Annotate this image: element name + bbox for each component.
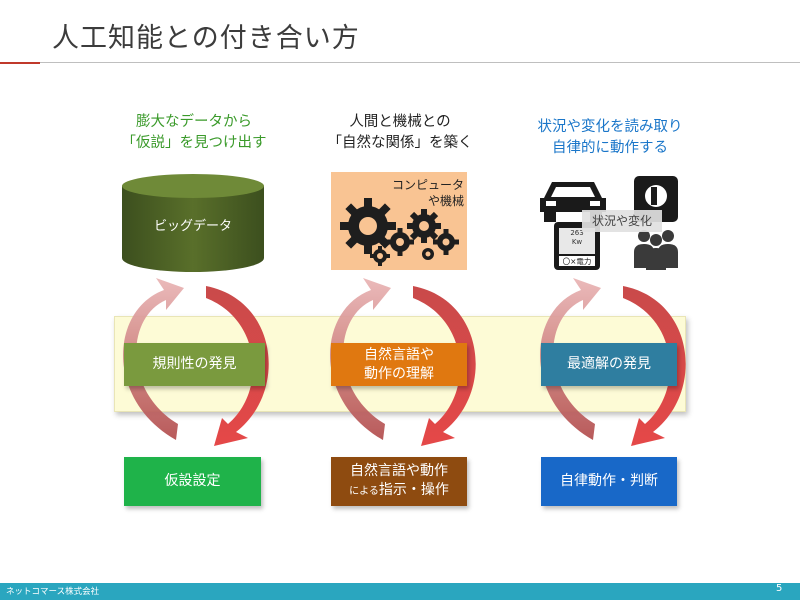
column-3-caption-line2: 自律的に動作する xyxy=(552,140,668,156)
title-divider xyxy=(40,62,800,63)
database-cylinder-icon xyxy=(122,174,264,272)
page-title: 人工知能との付き合い方 xyxy=(52,23,360,54)
instruction-operation-line1: 自然言語や動作 xyxy=(350,463,448,479)
instruction-operation-box: 自然言語や動作 による指示・操作 xyxy=(331,457,467,506)
optimal-solution-box: 最適解の発見 xyxy=(541,343,677,386)
gears-icon xyxy=(340,198,459,266)
cycle-arrow-up-left xyxy=(123,278,184,440)
language-understanding-box: 自然言語や 動作の理解 xyxy=(331,343,467,386)
meter-caption: 〇×電力 xyxy=(562,257,592,266)
car-icon xyxy=(540,182,606,222)
big-data-label: ビッグデータ xyxy=(153,219,232,234)
people-group-icon xyxy=(634,230,678,270)
column-2-caption: 人間と機械との 「自然な関係」を築く xyxy=(310,112,490,154)
pattern-discovery-box: 規則性の発見 xyxy=(124,343,265,386)
language-understanding-line2: 動作の理解 xyxy=(364,365,434,382)
column-1-caption-line2: 「仮説」を見つけ出す xyxy=(121,135,267,151)
autonomous-action-box: 自律動作・判断 xyxy=(541,457,677,506)
power-meter-readout: 263 Kw xyxy=(559,229,595,247)
instruction-operation-main: 指示・操作 xyxy=(378,482,449,498)
title-accent-rule xyxy=(0,62,40,64)
power-meter-icon xyxy=(554,222,600,270)
computer-label-line2: や機械 xyxy=(427,194,464,208)
language-understanding-line1: 自然言語や xyxy=(364,346,434,363)
pattern-discovery-label: 規則性の発見 xyxy=(152,356,237,372)
instruction-operation-small: による xyxy=(349,486,379,497)
computer-label-line1: コンピュータ xyxy=(391,178,464,192)
hypothesis-setting-label: 仮設設定 xyxy=(164,473,221,489)
company-name: ネットコマース株式会社 xyxy=(6,587,100,597)
column-1-caption: 膨大なデータから 「仮説」を見つけ出す xyxy=(104,112,284,154)
footer-bar xyxy=(0,583,800,600)
cycle-arrow-down-right xyxy=(206,286,269,446)
page-number: 5 xyxy=(776,583,783,594)
instruction-operation-line2: による指示・操作 xyxy=(349,481,449,501)
meter-value: 263 xyxy=(570,229,584,237)
column-2-caption-line2: 「自然な関係」を築く xyxy=(327,135,473,151)
optimal-solution-label: 最適解の発見 xyxy=(567,356,651,372)
column-1-caption-line1: 膨大なデータから xyxy=(136,114,252,130)
meter-unit: Kw xyxy=(571,238,583,246)
autonomous-action-label: 自律動作・判断 xyxy=(560,473,658,489)
status-change-label: 状況や変化 xyxy=(582,210,662,232)
computer-machine-label: コンピュータ や機械 xyxy=(376,177,464,209)
column-3-caption-line1: 状況や変化を読み取り xyxy=(537,119,683,135)
column-2-caption-line1: 人間と機械との xyxy=(349,114,451,130)
column-3-caption: 状況や変化を読み取り 自律的に動作する xyxy=(520,117,700,159)
hypothesis-setting-box: 仮設設定 xyxy=(124,457,261,506)
